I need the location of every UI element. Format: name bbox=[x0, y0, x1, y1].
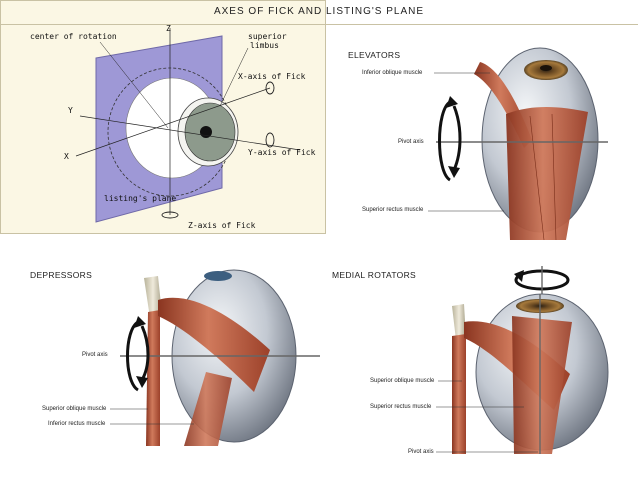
listings-plane-label: listing's plane bbox=[104, 194, 177, 203]
trochlea-shape bbox=[452, 304, 466, 340]
elevators-inferior-oblique-label: Inferior oblique muscle bbox=[362, 70, 423, 76]
elevators-pivot-label: Pivot axis bbox=[398, 139, 424, 145]
y-axis-line bbox=[79, 115, 301, 151]
medial-superior-oblique-label: Superior oblique muscle bbox=[370, 378, 435, 384]
medial-rotators-title: MEDIAL ROTATORS bbox=[332, 270, 417, 280]
superior-oblique-muscle-shape bbox=[146, 310, 160, 446]
superior-rectus-muscle-shape bbox=[506, 107, 588, 240]
medial-rotators-illustration bbox=[452, 293, 609, 454]
x-axis-line bbox=[75, 87, 271, 157]
superior-rectus-muscle-shape bbox=[512, 316, 572, 454]
y-rotation-arrow bbox=[265, 132, 275, 148]
fick-illustration bbox=[75, 28, 301, 223]
medial-superior-rectus-label: Superior rectus muscle bbox=[370, 404, 432, 410]
z-axis-of-fick-label: Z-axis of Fick bbox=[188, 221, 256, 230]
medial-rotation-arrow-icon bbox=[514, 266, 570, 300]
depressors-title: DEPRESSORS bbox=[30, 270, 93, 280]
depressors-superior-oblique-label: Superior oblique muscle bbox=[42, 406, 107, 412]
depressors-illustration bbox=[120, 269, 320, 446]
superior-label: superior bbox=[248, 32, 287, 41]
trochlea-shape bbox=[144, 276, 162, 318]
x-label: X bbox=[64, 152, 69, 161]
fick-diagram-panel: AXES OF FICK AND LISTING'S PLANE center … bbox=[0, 0, 638, 234]
y-label: Y bbox=[68, 106, 73, 115]
x-axis-of-fick-label: X-axis of Fick bbox=[238, 72, 306, 81]
center-of-rotation-label: center of rotation bbox=[30, 32, 117, 41]
superior-oblique-belly-shape bbox=[158, 297, 270, 392]
x-rotation-arrow bbox=[265, 81, 275, 95]
z-rotation-arrow bbox=[161, 211, 179, 219]
limbus-label: limbus bbox=[250, 41, 279, 50]
elevators-illustration bbox=[436, 47, 608, 241]
elevators-rotation-arrow-icon bbox=[438, 96, 462, 182]
fick-title: AXES OF FICK AND LISTING'S PLANE bbox=[0, 0, 638, 25]
depressors-rotation-arrow-icon bbox=[126, 316, 150, 392]
superior-oblique-muscle-shape bbox=[452, 334, 466, 454]
medial-pivot-label: Pivot axis bbox=[408, 449, 434, 455]
elevators-superior-rectus-label: Superior rectus muscle bbox=[362, 207, 424, 213]
z-label: Z bbox=[166, 24, 171, 33]
depressors-inferior-rectus-label: Inferior rectus muscle bbox=[48, 421, 106, 427]
inferior-rectus-muscle-shape bbox=[184, 372, 232, 446]
iris-shape bbox=[204, 271, 232, 281]
depressors-pivot-label: Pivot axis bbox=[82, 352, 108, 358]
y-axis-of-fick-label: Y-axis of Fick bbox=[248, 148, 316, 157]
elevators-title: ELEVATORS bbox=[348, 50, 401, 60]
